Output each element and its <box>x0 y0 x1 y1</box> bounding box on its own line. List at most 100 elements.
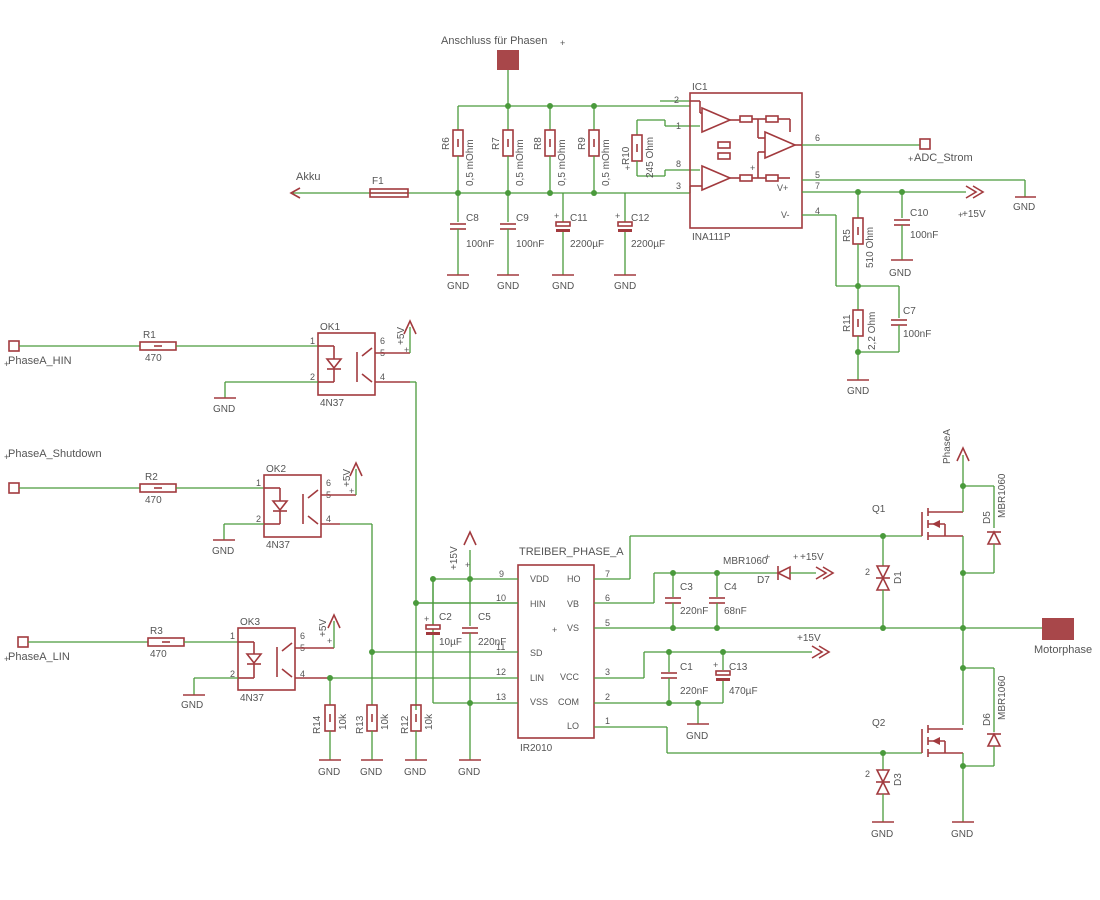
ic1-ina111p: IC1 INA111P 2 1 8 3 6 5 7 4 V+ V- <box>674 82 820 243</box>
svg-text:6: 6 <box>815 133 820 143</box>
diode-d5: D5 MBR1060 <box>982 473 1008 545</box>
svg-text:VSS: VSS <box>530 697 548 707</box>
svg-text:2: 2 <box>605 692 610 702</box>
diode-d6: D6 MBR1060 <box>982 675 1008 747</box>
svg-text:MBR1060: MBR1060 <box>997 675 1008 720</box>
phasea-hin-label: PhaseA_HIN <box>8 355 72 367</box>
svg-text:C12: C12 <box>631 213 650 224</box>
gnd-symbols-top: GND GND GND GND <box>447 274 636 292</box>
svg-text:C1: C1 <box>680 662 693 673</box>
svg-text:4: 4 <box>326 514 331 524</box>
treiber-label: TREIBER_PHASE_A <box>519 546 624 558</box>
svg-text:C10: C10 <box>910 208 929 219</box>
svg-text:GND: GND <box>951 829 973 840</box>
svg-text:13: 13 <box>496 692 506 702</box>
svg-text:1: 1 <box>256 478 261 488</box>
svg-text:C3: C3 <box>680 582 693 593</box>
phasea-shutdown-label: PhaseA_Shutdown <box>8 448 102 460</box>
svg-text:GND: GND <box>447 281 469 292</box>
svg-text:D1: D1 <box>893 571 904 584</box>
svg-text:2: 2 <box>230 669 235 679</box>
svg-text:4: 4 <box>300 669 305 679</box>
svg-text:+: + <box>560 38 565 48</box>
resistor-r12: R12 10k <box>400 704 435 734</box>
svg-text:R14: R14 <box>312 715 323 734</box>
svg-text:Q1: Q1 <box>872 504 886 515</box>
svg-text:C4: C4 <box>724 582 737 593</box>
svg-text:IC1: IC1 <box>692 82 708 93</box>
svg-text:1: 1 <box>310 336 315 346</box>
phasea-shutdown-connector[interactable] <box>8 482 20 494</box>
svg-text:+: + <box>465 560 470 570</box>
svg-text:OK1: OK1 <box>320 322 340 333</box>
svg-text:+15V: +15V <box>800 552 824 563</box>
svg-text:+: + <box>793 552 798 562</box>
svg-text:2200µF: 2200µF <box>631 239 665 250</box>
capacitor-c1: C1 220nF <box>661 662 708 697</box>
svg-text:R11: R11 <box>842 314 853 332</box>
optocoupler-ok3: OK3 4N37 12 65 4 <box>230 617 334 704</box>
svg-text:R2: R2 <box>145 472 158 483</box>
svg-text:510 Ohm: 510 Ohm <box>865 227 876 268</box>
svg-text:2: 2 <box>865 567 870 577</box>
svg-text:10: 10 <box>496 593 506 603</box>
svg-text:R10: R10 <box>621 146 632 165</box>
svg-text:GND: GND <box>360 767 382 778</box>
svg-text:470: 470 <box>150 649 167 660</box>
svg-text:OK3: OK3 <box>240 617 260 628</box>
svg-text:+5V: +5V <box>396 327 407 345</box>
svg-text:R6: R6 <box>441 137 452 150</box>
svg-text:470: 470 <box>145 353 162 364</box>
svg-text:4: 4 <box>815 206 820 216</box>
svg-text:SD: SD <box>530 648 543 658</box>
svg-text:9: 9 <box>499 569 504 579</box>
motorphase-pad[interactable] <box>1042 618 1074 640</box>
svg-text:+: + <box>958 210 963 220</box>
svg-text:GND: GND <box>213 404 235 415</box>
svg-text:5: 5 <box>815 170 820 180</box>
svg-text:D5: D5 <box>982 511 993 524</box>
svg-text:220nF: 220nF <box>478 637 506 648</box>
svg-text:MBR1060: MBR1060 <box>997 473 1008 518</box>
svg-text:D6: D6 <box>982 713 993 726</box>
svg-text:GND: GND <box>404 767 426 778</box>
svg-text:+: + <box>625 163 630 173</box>
svg-text:R12: R12 <box>400 715 411 734</box>
resistor-r5: R5 510 Ohm <box>842 217 876 268</box>
svg-text:+15V: +15V <box>449 546 460 570</box>
svg-text:2: 2 <box>674 95 679 105</box>
svg-text:220nF: 220nF <box>680 686 708 697</box>
svg-text:LO: LO <box>567 721 579 731</box>
svg-text:0,5 mOhm: 0,5 mOhm <box>557 139 568 186</box>
svg-text:D7: D7 <box>757 575 770 586</box>
svg-text:+5V: +5V <box>342 469 353 487</box>
adc-connector[interactable] <box>919 138 931 150</box>
svg-text:6: 6 <box>326 478 331 488</box>
svg-text:MBR1060: MBR1060 <box>723 556 768 567</box>
svg-text:100nF: 100nF <box>903 329 931 340</box>
diode-d7: MBR1060 + D7 <box>723 552 791 586</box>
phase-input-pad[interactable] <box>497 50 519 70</box>
svg-text:6: 6 <box>380 336 385 346</box>
svg-text:0,5 mOhm: 0,5 mOhm <box>601 139 612 186</box>
svg-text:V+: V+ <box>777 183 788 193</box>
svg-text:2: 2 <box>865 769 870 779</box>
svg-text:+: + <box>4 452 9 462</box>
phasea-lin-connector[interactable] <box>17 636 29 648</box>
phasea-hin-connector[interactable] <box>8 340 20 352</box>
svg-text:+: + <box>615 211 620 221</box>
gate-driver-section: TREIBER_PHASE_A IR2010 + VDD HIN SD LIN … <box>416 530 1042 778</box>
svg-text:GND: GND <box>458 767 480 778</box>
svg-text:5: 5 <box>605 618 610 628</box>
svg-text:2,2 Ohm: 2,2 Ohm <box>867 312 878 350</box>
svg-text:GND: GND <box>871 829 893 840</box>
